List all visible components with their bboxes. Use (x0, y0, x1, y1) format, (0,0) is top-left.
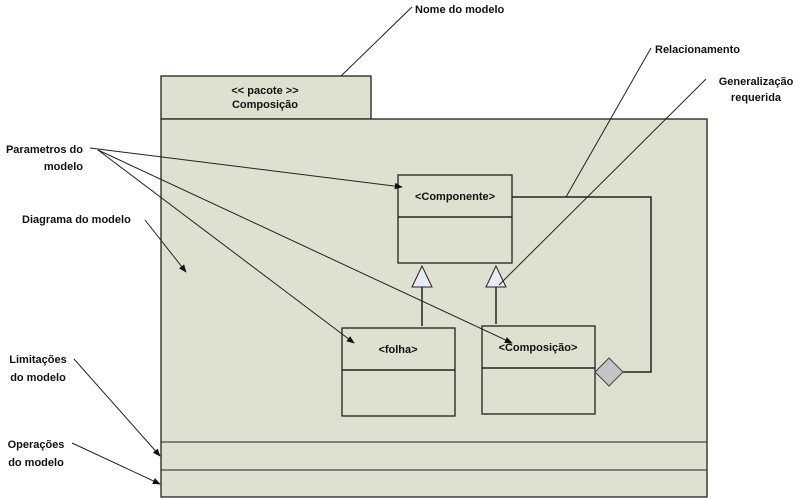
leader-generalizacao (498, 78, 707, 286)
composition-diamond-icon (594, 357, 624, 387)
label-parametros-1: Parametros do (6, 144, 83, 156)
label-diagrama: Diagrama do modelo (22, 214, 131, 226)
label-operacoes-2: do modelo (8, 457, 64, 469)
package-name: Composição (232, 99, 298, 111)
label-nome-do-modelo: Nome do modelo (415, 4, 505, 16)
label-relacionamento: Relacionamento (655, 44, 740, 56)
composition-relationship-line[interactable] (512, 196, 652, 373)
arrow-parametros-folha (97, 149, 355, 344)
label-parametros-2: modelo (44, 161, 83, 173)
label-generalizacao-1: Generalização (719, 76, 794, 88)
class-componente-name: <Componente> (415, 191, 495, 203)
label-generalizacao-2: requerida (731, 92, 782, 104)
operations-compartment[interactable] (161, 470, 707, 497)
arrow-limitacoes (73, 358, 161, 457)
class-folha-name: <folha> (378, 344, 417, 356)
arrow-operacoes (71, 442, 161, 485)
generalization-triangle-icon (411, 264, 433, 288)
class-composicao-box[interactable] (481, 325, 596, 415)
class-composicao-name: <Composição> (499, 342, 578, 354)
class-componente-box[interactable] (397, 174, 513, 264)
leader-relacionamento (565, 47, 652, 198)
class-folha[interactable]: <folha> (341, 327, 456, 417)
arrow-parametros-composicao (97, 149, 513, 344)
limitations-compartment[interactable] (161, 442, 707, 470)
arrow-diagrama (144, 219, 187, 273)
class-composicao[interactable]: <Composição> (481, 325, 596, 415)
arrow-parametros-componente (89, 147, 403, 190)
generalization-triangle-icon (485, 264, 507, 288)
package-tab[interactable] (160, 75, 372, 120)
label-limitacoes-2: do modelo (10, 372, 66, 384)
leader-nome-do-modelo (340, 6, 413, 77)
class-componente[interactable]: <Componente> (397, 174, 513, 264)
label-limitacoes-1: Limitações (9, 354, 66, 366)
class-folha-box[interactable] (341, 327, 456, 417)
package-stereotype: << pacote >> (231, 85, 298, 97)
label-operacoes-1: Operações (8, 439, 65, 451)
